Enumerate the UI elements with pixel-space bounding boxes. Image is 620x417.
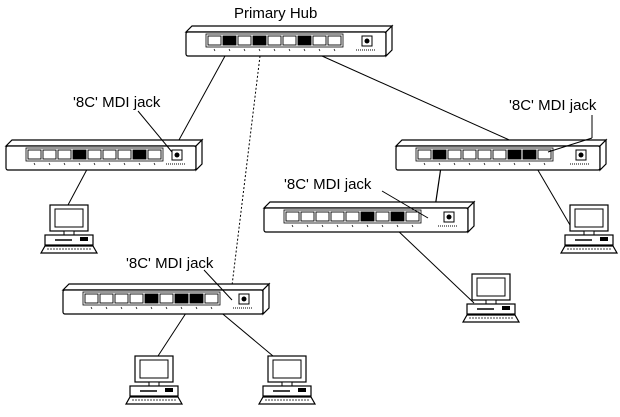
port — [360, 211, 375, 222]
port — [462, 149, 477, 160]
port — [405, 211, 420, 222]
port — [114, 293, 129, 304]
port — [174, 293, 189, 304]
port — [129, 293, 144, 304]
port — [267, 35, 282, 46]
port — [492, 149, 507, 160]
primary-hub-label: Primary Hub — [234, 5, 318, 22]
port — [204, 293, 219, 304]
port — [327, 35, 342, 46]
port — [345, 211, 360, 222]
port — [147, 149, 162, 160]
cable-primary-to-right — [321, 55, 546, 157]
leader-jack-c — [381, 190, 429, 219]
leader-jack-b — [547, 115, 593, 153]
port — [99, 293, 114, 304]
cable-right-to-pc — [531, 159, 571, 226]
port — [537, 149, 552, 160]
port — [285, 211, 300, 222]
port — [222, 35, 237, 46]
mdi-jack-label: '8C' MDI jack — [509, 97, 597, 114]
computer-icon — [560, 204, 618, 254]
port — [330, 211, 345, 222]
leader-jack-d — [203, 269, 233, 301]
port — [84, 293, 99, 304]
mdi-jack-label: '8C' MDI jack — [126, 255, 214, 272]
cable-bottom-to-pc-right — [217, 309, 274, 357]
port — [27, 149, 42, 160]
cable-primary-to-bottom — [229, 55, 261, 303]
hub-device — [61, 282, 271, 316]
port — [132, 149, 147, 160]
port — [477, 149, 492, 160]
hub-device — [4, 138, 204, 172]
mdi-jack-label: '8C' MDI jack — [73, 94, 161, 111]
port — [57, 149, 72, 160]
port — [42, 149, 57, 160]
port — [447, 149, 462, 160]
port — [87, 149, 102, 160]
computer-icon — [258, 355, 316, 405]
port — [189, 293, 204, 304]
hub-device — [394, 138, 608, 172]
primary-hub-device — [184, 24, 394, 58]
mdi-jack-label: '8C' MDI jack — [284, 176, 372, 193]
port — [507, 149, 522, 160]
port — [300, 211, 315, 222]
cable-bottom-to-pc-left — [157, 309, 189, 357]
port — [315, 211, 330, 222]
port — [144, 293, 159, 304]
port — [282, 35, 297, 46]
port — [432, 149, 447, 160]
port — [207, 35, 222, 46]
port — [159, 293, 174, 304]
leader-jack-a — [137, 110, 173, 153]
port — [252, 35, 267, 46]
port — [102, 149, 117, 160]
hub-device — [262, 200, 476, 234]
port — [117, 149, 132, 160]
computer-icon — [125, 355, 183, 405]
cable-middle-to-pc — [394, 227, 475, 304]
computer-icon — [40, 204, 98, 254]
port — [297, 35, 312, 46]
port — [390, 211, 405, 222]
port — [72, 149, 87, 160]
port — [522, 149, 537, 160]
port — [237, 35, 252, 46]
computer-icon — [462, 273, 520, 323]
port — [312, 35, 327, 46]
port — [417, 149, 432, 160]
port — [375, 211, 390, 222]
